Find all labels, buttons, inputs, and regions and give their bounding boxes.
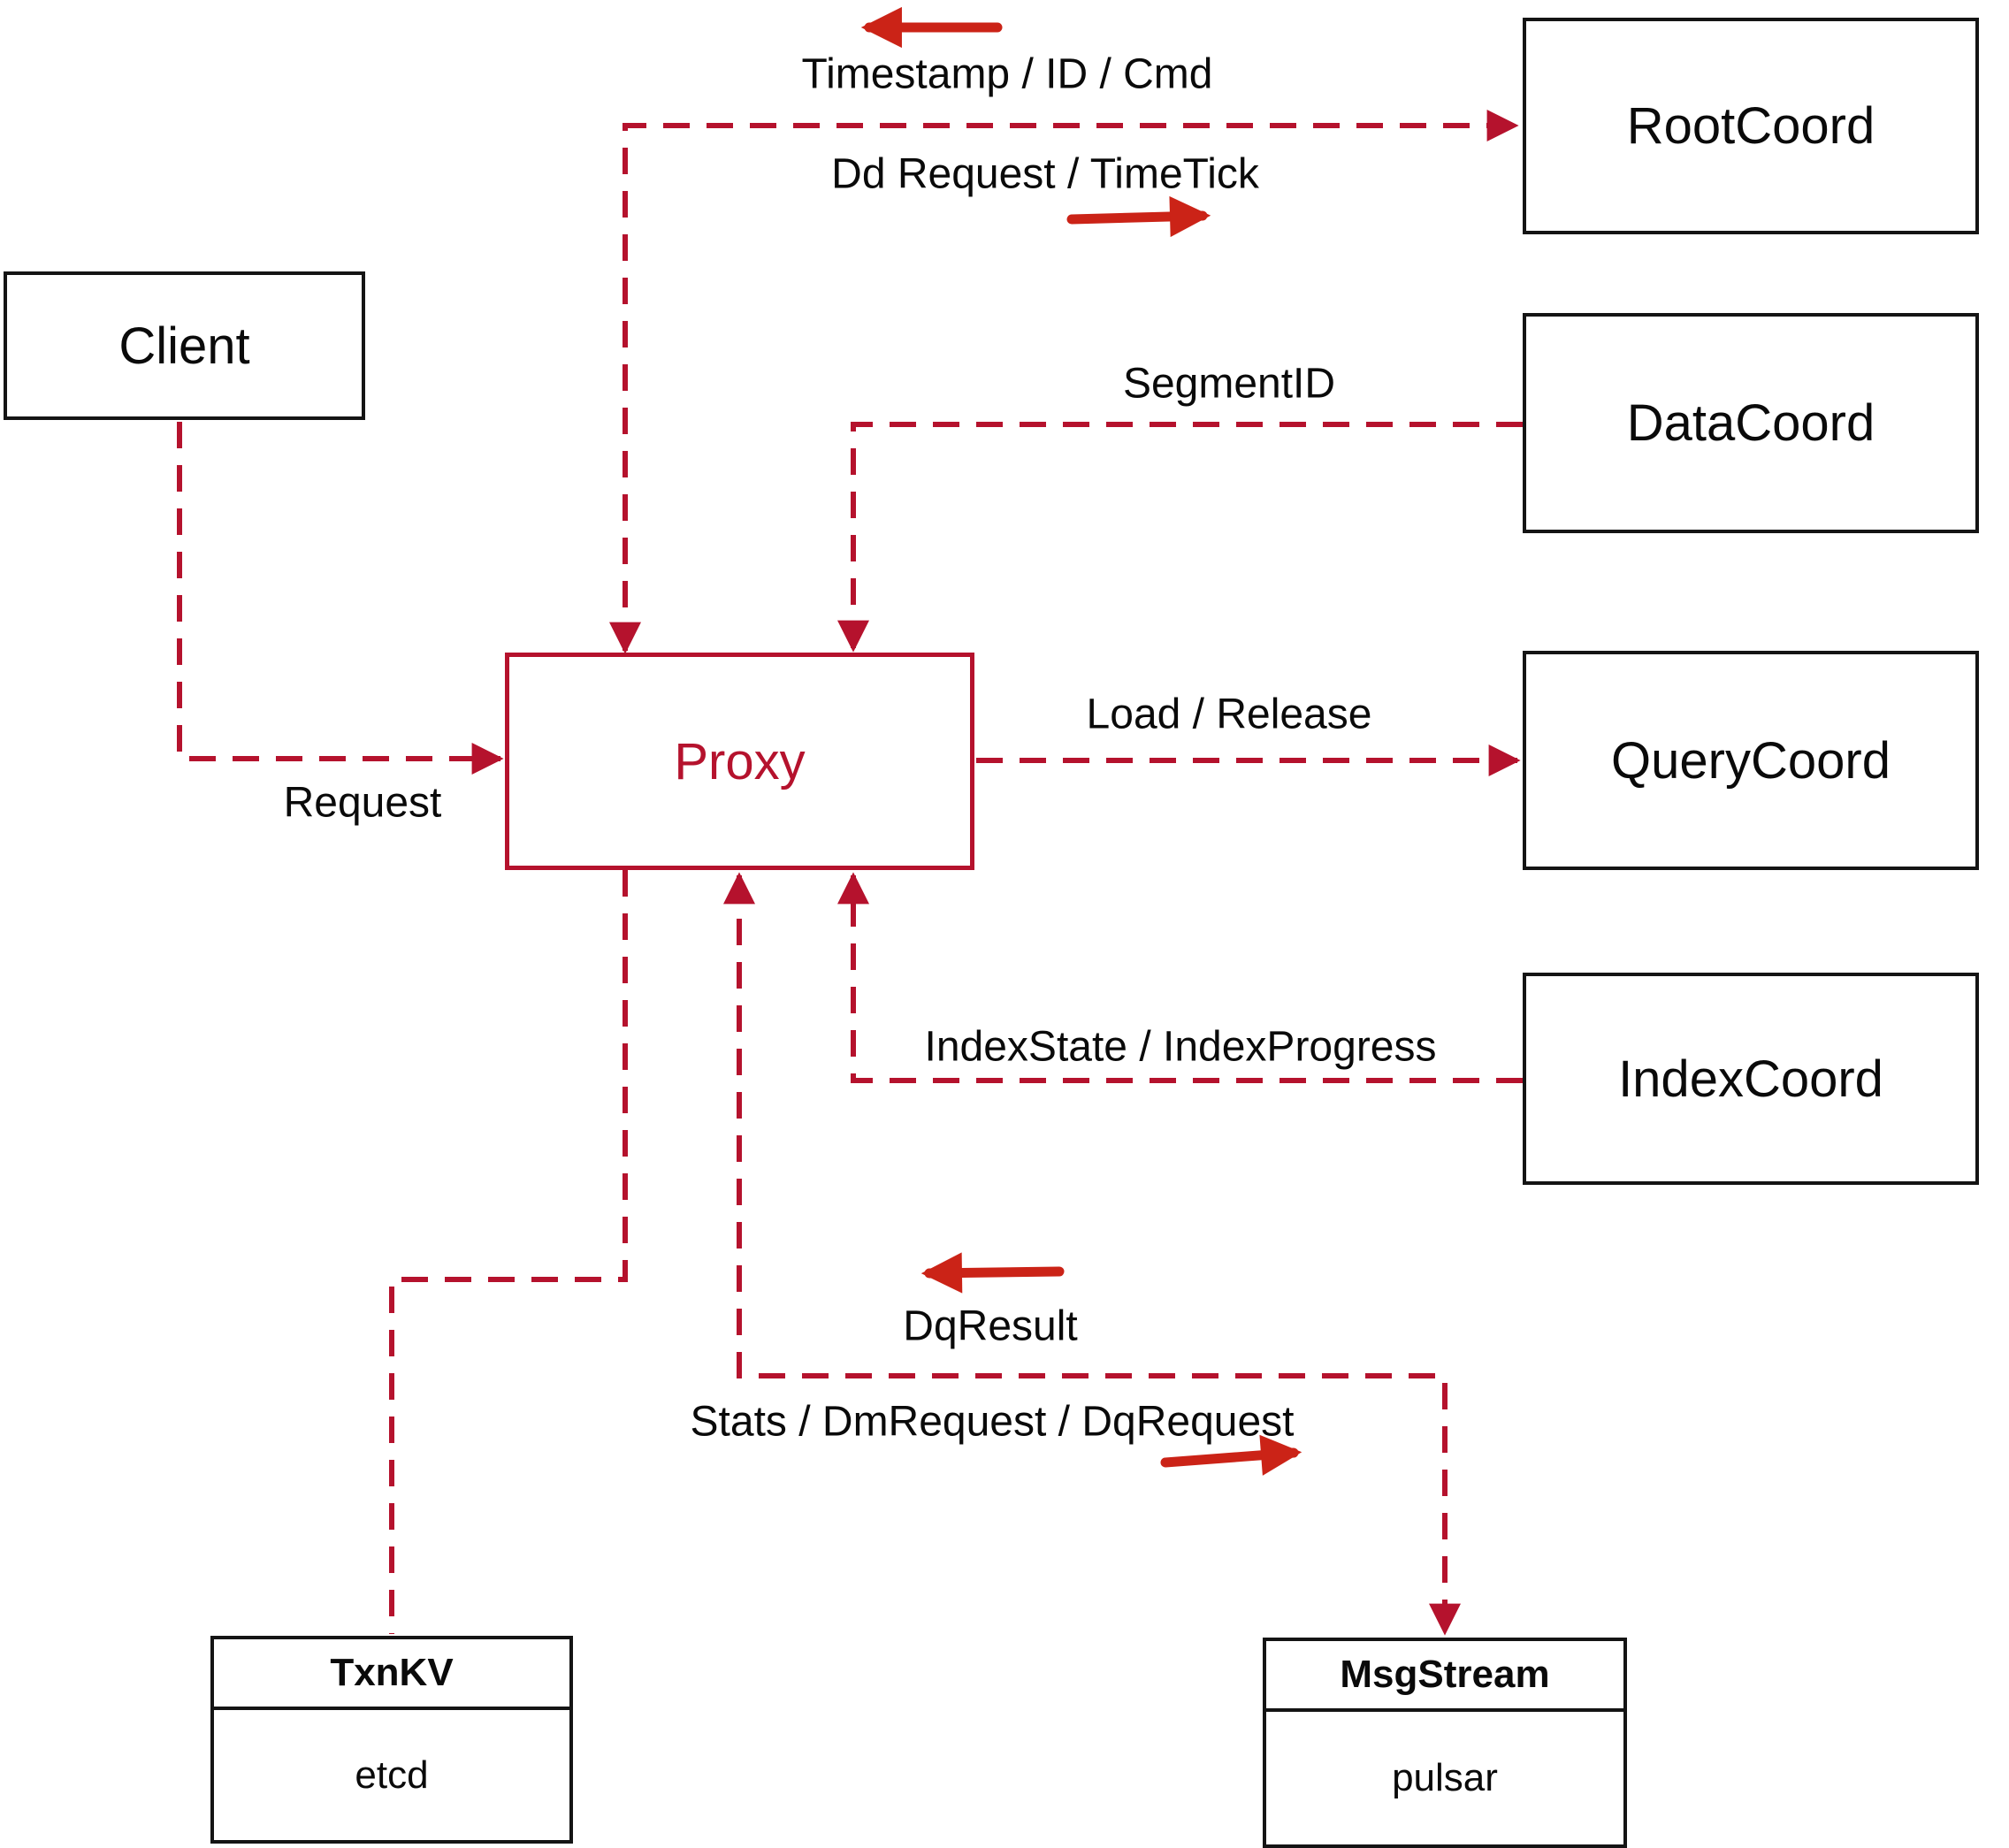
node-datacoord: DataCoord: [1523, 313, 1979, 533]
node-txnkv-subtitle: etcd: [355, 1753, 429, 1797]
edge-client-proxy: [177, 422, 504, 775]
edge-datacoord-proxy: [837, 422, 1523, 653]
edge-proxy-msgstream: [723, 872, 1461, 1636]
edge-label-load-release: Load / Release: [1086, 691, 1372, 738]
edge-label-dd-request-timetick: Dd Request / TimeTick: [831, 150, 1259, 198]
edge-label-segment-id: SegmentID: [1122, 360, 1336, 408]
node-proxy: Proxy: [505, 653, 974, 870]
node-querycoord-label: QueryCoord: [1611, 731, 1891, 790]
edge-label-stats-dm-dq: Stats / DmRequest / DqRequest: [690, 1398, 1295, 1446]
node-msgstream-subtitle: pulsar: [1392, 1756, 1498, 1799]
node-txnkv-title: TxnKV: [214, 1639, 569, 1710]
node-proxy-label: Proxy: [674, 732, 806, 790]
node-client: Client: [4, 271, 365, 420]
node-client-label: Client: [118, 317, 250, 375]
ddrequest-direction-arrow-right-icon: [1066, 195, 1211, 238]
dqresult-direction-arrow-left-icon: [920, 1252, 1065, 1294]
node-indexcoord-label: IndexCoord: [1618, 1050, 1883, 1108]
edge-proxy-rootcoord: [609, 110, 1519, 654]
node-msgstream: MsgStream pulsar: [1263, 1638, 1627, 1848]
node-txnkv: TxnKV etcd: [210, 1636, 573, 1844]
node-rootcoord-label: RootCoord: [1626, 97, 1875, 155]
edge-label-timestamp-id-cmd: Timestamp / ID / Cmd: [801, 50, 1213, 98]
node-datacoord-label: DataCoord: [1626, 394, 1875, 452]
stats-direction-arrow-right-icon: [1160, 1434, 1302, 1476]
node-indexcoord: IndexCoord: [1523, 973, 1979, 1185]
node-rootcoord: RootCoord: [1523, 18, 1979, 234]
edge-label-index-state-progress: IndexState / IndexProgress: [924, 1023, 1437, 1071]
node-msgstream-title: MsgStream: [1266, 1641, 1623, 1712]
edge-label-request: Request: [283, 779, 442, 827]
node-querycoord: QueryCoord: [1523, 651, 1979, 870]
edge-label-dq-result: DqResult: [903, 1302, 1078, 1350]
edge-proxy-txnkv: [389, 870, 628, 1634]
